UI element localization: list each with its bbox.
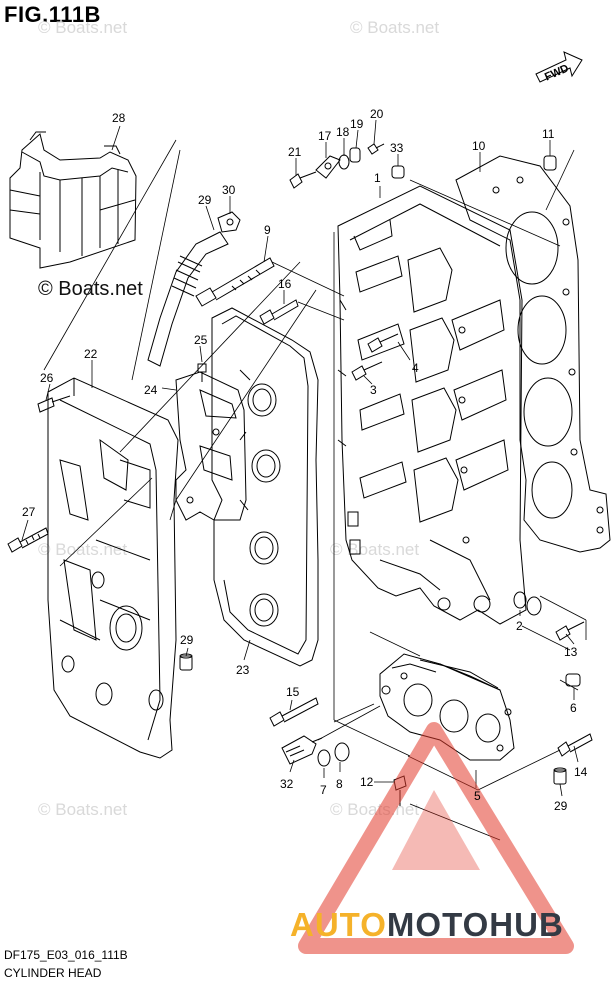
callout-19: 19 (350, 117, 364, 131)
callout-12: 12 (360, 775, 374, 789)
part-8-oring (334, 742, 350, 762)
part-15-bolt (269, 697, 319, 727)
figure-title: FIG.111B (4, 2, 101, 27)
callout-30: 29 (198, 193, 212, 207)
part-23-cover-gasket (211, 307, 319, 667)
part-19-cap (349, 147, 361, 163)
part-1-cylinder-head (337, 185, 527, 625)
brand-part-hub: HUB (489, 906, 564, 943)
callout-32: 32 (280, 777, 294, 791)
brand-wordmark: AUTOMOTOHUB (290, 906, 564, 944)
callout-29-right: 29 (554, 799, 568, 813)
automotohub-logo-icon (298, 722, 574, 954)
part-16-bolt (259, 299, 299, 325)
callout-1: 1 (374, 171, 381, 185)
callout-9: 9 (264, 223, 271, 237)
callout-20: 20 (370, 107, 384, 121)
part-9-bolt (195, 257, 275, 307)
fwd-arrow-icon (535, 51, 583, 83)
callout-15: 15 (286, 685, 300, 699)
part-7-washer (317, 749, 331, 767)
callout-5: 5 (474, 789, 481, 803)
callout-26: 26 (40, 371, 54, 385)
part-32-temp-sensor (281, 735, 323, 765)
part-28-cover (9, 131, 137, 269)
part-10-head-gasket (455, 155, 611, 553)
part-21-bolt (289, 171, 317, 189)
part-18-oring (338, 154, 350, 170)
part-31-clamp (217, 211, 241, 233)
watermark-top-left: © Boats.net (38, 18, 128, 37)
callout-21: 21 (288, 145, 302, 159)
part-25-screw (197, 363, 207, 382)
callout-labels: 28 29 30 9 16 25 24 22 26 27 29 23 15 32… (22, 107, 588, 813)
callout-17: 17 (318, 129, 332, 143)
callout-25: 25 (194, 333, 208, 347)
watermark-bottom-left: © Boats.net (38, 800, 128, 819)
part-27-bolt (7, 527, 49, 553)
part-29-plug-left (179, 653, 193, 671)
part-20-bolt (367, 143, 385, 155)
part-29-plug-right (553, 767, 567, 785)
callout-23: 23 (236, 663, 250, 677)
part-6-dowel (565, 673, 581, 687)
callout-24: 24 (144, 383, 158, 397)
callout-2: 2 (516, 619, 523, 633)
brand-part-auto: AUTO (290, 906, 387, 943)
figure-code: DF175_E03_016_111B (4, 948, 128, 962)
callout-13: 13 (564, 645, 578, 659)
part-26-bolt (37, 395, 71, 413)
part-3-bolt (351, 361, 383, 381)
part-5-cam-housing (379, 653, 515, 761)
part-2-oring (513, 591, 542, 616)
callout-11: 11 (542, 127, 555, 141)
callout-4: 4 (412, 361, 419, 375)
callout-14: 14 (574, 765, 588, 779)
fwd-label: FWD (543, 62, 571, 83)
part-4-bolt (367, 333, 399, 353)
part-30-hose (147, 231, 229, 367)
callout-27: 27 (22, 505, 36, 519)
part-14-bolt (557, 733, 593, 757)
watermark-top-right: © Boats.net (350, 18, 440, 37)
callout-6: 6 (570, 701, 577, 715)
callout-33: 33 (390, 141, 404, 155)
part-22-head-cover (47, 377, 179, 759)
callout-16: 16 (278, 277, 292, 291)
callout-29-left: 29 (180, 633, 194, 647)
part-33-plug (391, 165, 405, 179)
brand-part-moto: MOTO (386, 906, 490, 943)
callout-10: 10 (472, 139, 486, 153)
callout-22: 22 (84, 347, 98, 361)
part-17-sensor (315, 155, 341, 179)
callout-28: 28 (112, 111, 126, 125)
watermark-main: © Boats.net (38, 278, 143, 300)
part-13-bolt (555, 621, 585, 641)
part-11-dowel (543, 155, 557, 171)
callout-31: 30 (222, 183, 236, 197)
callout-18: 18 (336, 125, 350, 139)
figure-description: CYLINDER HEAD (4, 966, 102, 980)
callout-3: 3 (370, 383, 377, 397)
callout-7: 7 (320, 783, 327, 797)
callout-8: 8 (336, 777, 343, 791)
watermark-mid-left: © Boats.net (38, 540, 128, 559)
part-24-gasket (175, 371, 247, 521)
